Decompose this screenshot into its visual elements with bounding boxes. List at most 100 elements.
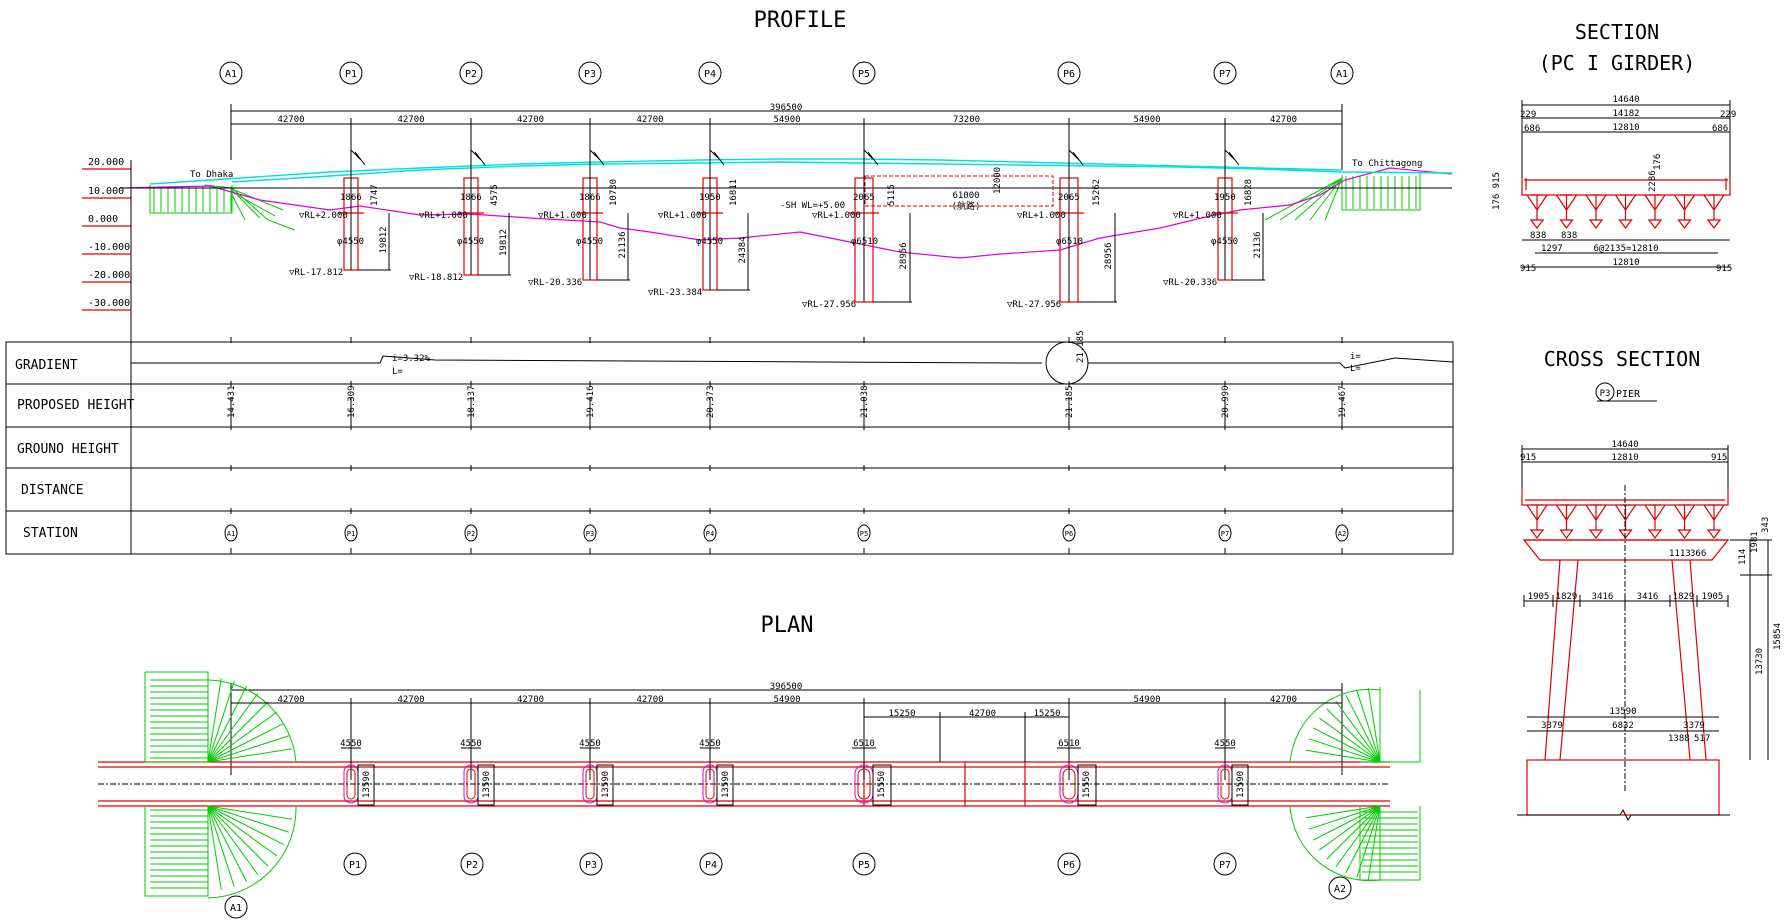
gradient-length: L= xyxy=(392,367,403,377)
section-subtitle: (PC I GIRDER) xyxy=(1539,51,1696,75)
plan-span-8: 15250 xyxy=(1033,709,1060,719)
plan-pier-l: 13590 xyxy=(1236,771,1246,798)
pier-w: 2065 xyxy=(1058,193,1080,203)
pier-base-2: 6832 xyxy=(1612,721,1634,731)
deck-line xyxy=(231,161,1453,183)
elevation-tick: -30.000 xyxy=(88,298,130,309)
plan-marker-label: P5 xyxy=(858,860,870,871)
plan-pier-w: 6510 xyxy=(1058,739,1080,749)
plan-marker-a2: A2 xyxy=(1328,876,1352,900)
pier-h1: 343 xyxy=(1761,517,1771,533)
elevation-tick: -10.000 xyxy=(88,242,130,253)
proposed-height: 20.990 xyxy=(1221,385,1231,418)
plan-pier-l: 15550 xyxy=(877,771,887,798)
station-a1: A1 xyxy=(224,524,238,542)
station-label: P1 xyxy=(347,530,355,538)
support-p7: P7 xyxy=(1213,61,1237,85)
support-a1: A1 xyxy=(219,61,243,85)
pier-dia: φ4550 xyxy=(696,237,723,247)
direction-left: To Dhaka xyxy=(190,170,233,180)
girder-bot-e2: 915 xyxy=(1716,264,1732,274)
row-proposed: PROPOSED HEIGHT xyxy=(17,398,135,413)
pier-h: 4575 xyxy=(490,184,500,206)
pier-h: 16828 xyxy=(1244,179,1254,206)
plan-marker-label: P4 xyxy=(705,860,717,871)
water-line xyxy=(149,158,1343,185)
proposed-height: 19.416 xyxy=(586,385,596,418)
station-p2: P2 xyxy=(464,524,478,542)
pier-w: 1950 xyxy=(1214,193,1236,203)
girder-e1: 229 xyxy=(1520,110,1536,120)
support-p1: P1 xyxy=(339,61,363,85)
pier-top-rl: ▽RL+1.000 xyxy=(1017,211,1066,221)
pier-pile: 21136 xyxy=(618,231,628,258)
plan-marker-label: A1 xyxy=(230,903,242,914)
pier-dia: φ6510 xyxy=(851,237,878,247)
right-embankment xyxy=(1264,172,1421,221)
elevation-tick: 0.000 xyxy=(88,214,118,225)
plan-piers: 4550135904550135904550135904550135906510… xyxy=(340,739,1249,806)
pier-base-1: 3379 xyxy=(1541,721,1563,731)
girder-e2: 686 xyxy=(1524,124,1540,134)
nav-height: 12000 xyxy=(993,167,1003,194)
total-length-dim: 396500 xyxy=(230,103,1343,160)
plan-total: 396500 xyxy=(770,682,803,692)
support-p5: P5 xyxy=(852,61,876,85)
pier-rl: ▽RL-27.956 xyxy=(1007,300,1061,310)
support-label: P2 xyxy=(465,69,477,80)
support-a1: A1 xyxy=(1330,61,1354,85)
proposed-height: 19.467 xyxy=(1338,385,1348,418)
pier-dia: φ4550 xyxy=(1211,237,1238,247)
pier-seg-2: 1829 xyxy=(1556,592,1578,602)
support-p3: P3 xyxy=(578,61,602,85)
pier-seg-4: 3416 xyxy=(1637,592,1659,602)
station-label: P4 xyxy=(706,530,714,538)
pier-top-rl: ▽RL+2.000 xyxy=(299,211,348,221)
pier-dia: φ4550 xyxy=(457,237,484,247)
plan-pier-l: 15550 xyxy=(1082,771,1092,798)
station-label: A1 xyxy=(227,530,235,538)
gradient-slope: i=3.32% xyxy=(392,354,431,364)
pier-rl: ▽RL-17.812 xyxy=(289,268,343,278)
plan-title: PLAN xyxy=(761,613,814,638)
span-8: 42700 xyxy=(1270,115,1297,125)
plan-pier-w: 4550 xyxy=(579,739,601,749)
pier-h: 1747 xyxy=(370,184,380,206)
plan-pier-l: 13590 xyxy=(721,771,731,798)
plan-marker-p7: P7 xyxy=(1213,852,1237,876)
girder-e2b: 686 xyxy=(1712,124,1728,134)
girder-beams xyxy=(1526,194,1725,229)
pier-h3: 1113 xyxy=(1669,549,1691,559)
girder-b1b: 838 xyxy=(1561,231,1577,241)
profile-title: PROFILE xyxy=(754,8,847,33)
pier-b2: 1388 xyxy=(1668,734,1690,744)
plan-marker-p2: P2 xyxy=(460,852,484,876)
girder-b3: 6@2135=12810 xyxy=(1593,244,1658,254)
row-gradient: GRADIENT xyxy=(15,358,78,373)
station-label: P6 xyxy=(1065,530,1073,538)
row-station: STATION xyxy=(23,526,78,541)
pier-base: 13590 xyxy=(1609,707,1636,717)
elevation-tick: 20.000 xyxy=(88,157,124,168)
pier-w1: 14640 xyxy=(1611,440,1638,450)
plan-marker-label: P1 xyxy=(349,860,361,871)
plan-marker-p4: P4 xyxy=(699,852,723,876)
station-p6: P6 xyxy=(1062,524,1076,542)
plan-span-9: 54900 xyxy=(1133,695,1160,705)
pier-rl: ▽RL-20.336 xyxy=(528,278,582,288)
plan-span-3: 42700 xyxy=(517,695,544,705)
girder-h3: 2286 xyxy=(1648,170,1658,192)
pier-pile: 24384 xyxy=(738,236,748,263)
pier-tot-h: 15854 xyxy=(1773,623,1783,650)
plan-marker-a1: A1 xyxy=(224,895,248,919)
